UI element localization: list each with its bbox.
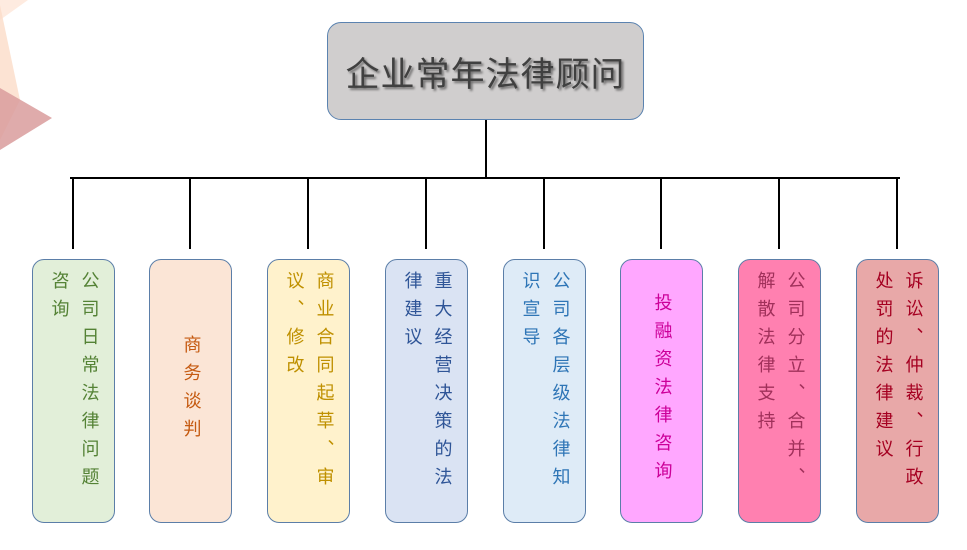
child-connector — [72, 178, 74, 249]
child-label: 公司分立、合并、解散法律支持 — [754, 271, 806, 495]
child-label: 商务谈判 — [180, 335, 202, 447]
child-connector — [896, 178, 898, 249]
child-node: 重大经营决策的法律建议 — [385, 259, 468, 523]
child-node: 投融资法律咨询 — [620, 259, 703, 523]
child-label: 投融资法律咨询 — [651, 293, 673, 489]
child-connector — [778, 178, 780, 249]
root-title: 企业常年法律顾问 — [345, 54, 626, 95]
child-node: 商务谈判 — [149, 259, 232, 523]
child-label: 商业合同起草、审议、修改 — [283, 271, 335, 495]
child-label: 重大经营决策的法律建议 — [401, 271, 453, 495]
child-connector — [543, 178, 545, 249]
child-node: 公司分立、合并、解散法律支持 — [738, 259, 821, 523]
horizontal-connector — [70, 177, 900, 179]
child-connector — [189, 178, 191, 249]
child-label: 公司日常法律问题咨询 — [48, 271, 100, 495]
root-node: 企业常年法律顾问 — [327, 22, 644, 120]
root-connector — [485, 120, 487, 179]
child-connector — [660, 178, 662, 249]
child-connector — [307, 178, 309, 249]
child-connector — [425, 178, 427, 249]
child-label: 公司各层级法律知识宣导 — [519, 271, 571, 495]
child-node: 公司日常法律问题咨询 — [32, 259, 115, 523]
child-node: 公司各层级法律知识宣导 — [503, 259, 586, 523]
decorative-triangle-shape — [0, 0, 52, 150]
child-node: 商业合同起草、审议、修改 — [267, 259, 350, 523]
child-node: 诉讼、仲裁、行政处罚的法律建议 — [856, 259, 939, 523]
child-label: 诉讼、仲裁、行政处罚的法律建议 — [872, 271, 924, 495]
